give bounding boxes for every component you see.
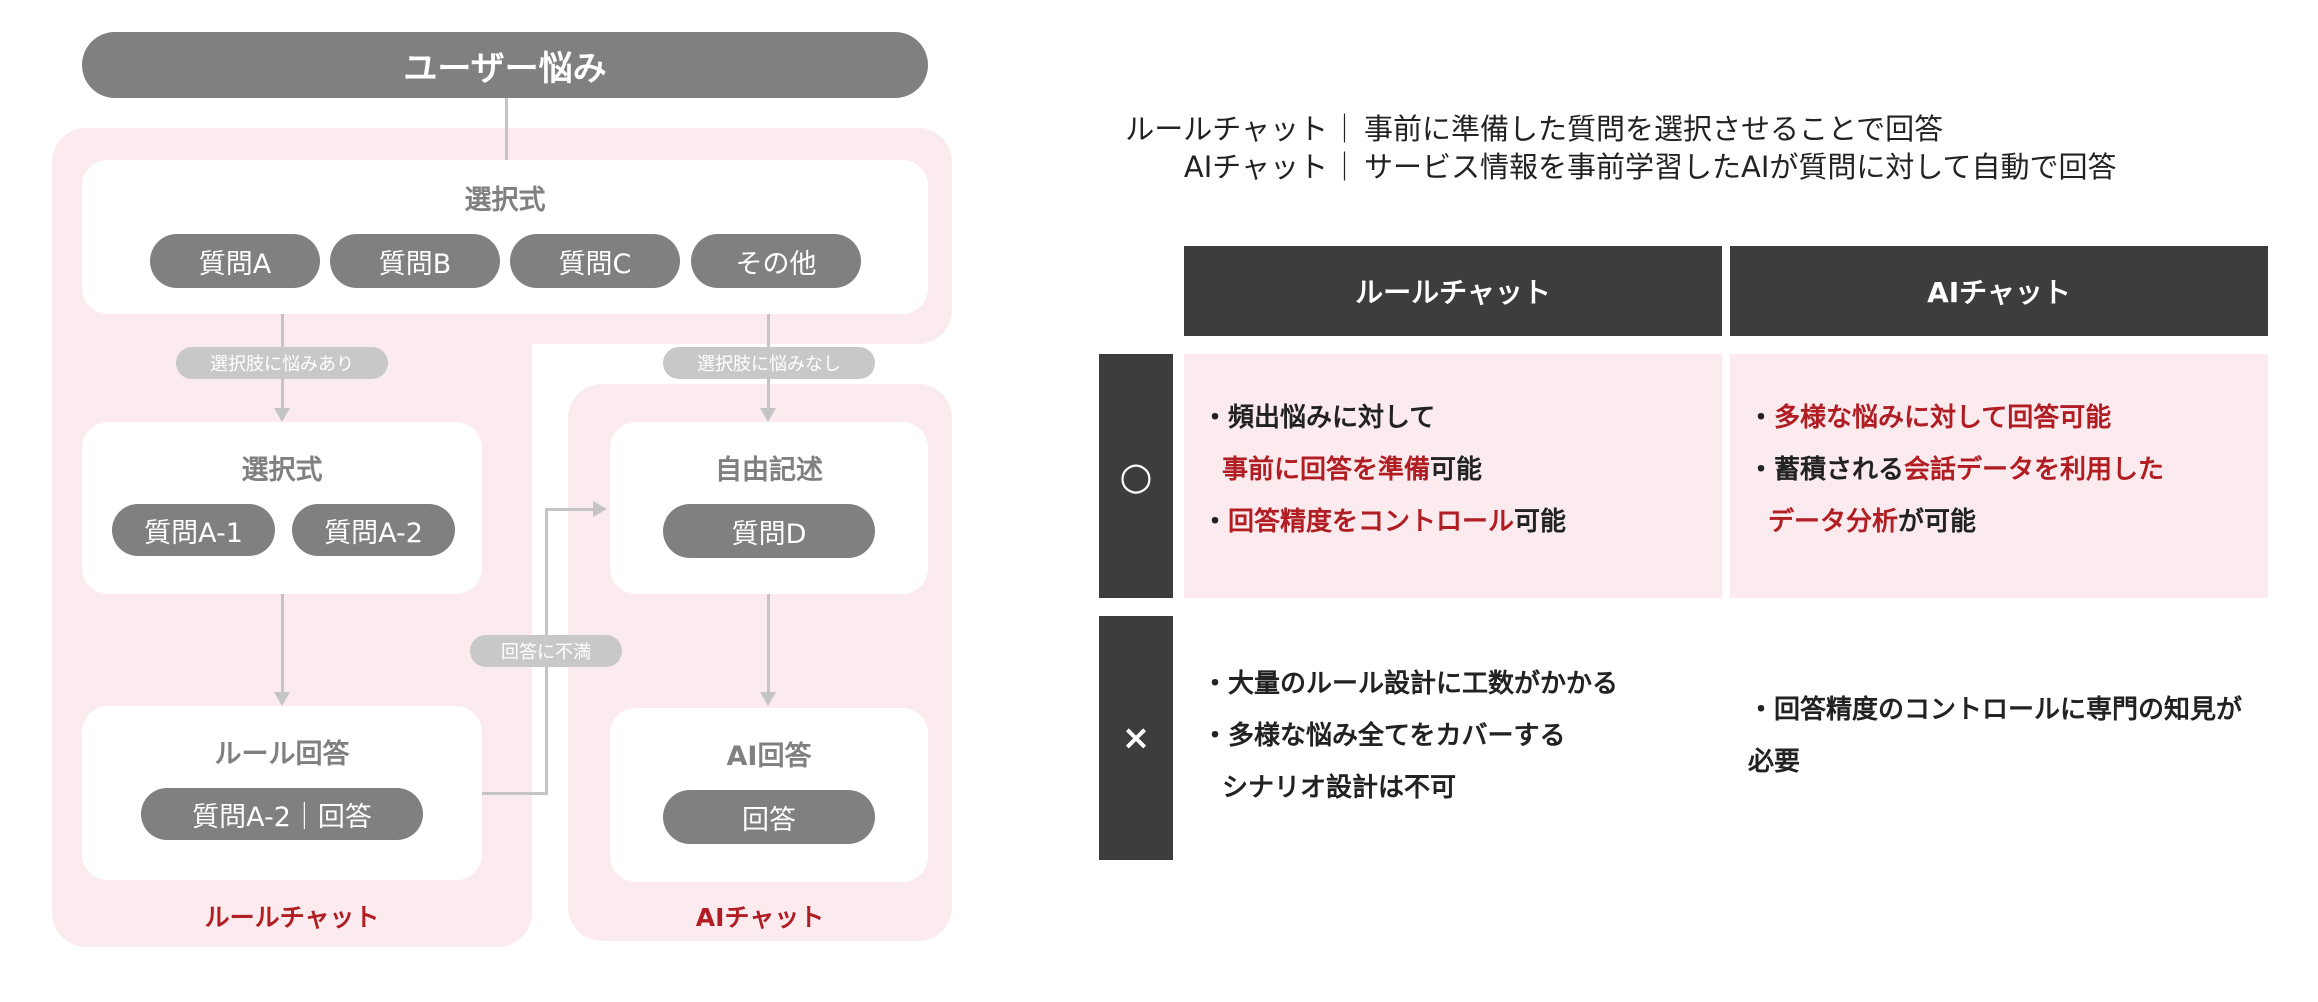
option-question-b: 質問B	[330, 234, 500, 288]
cross-symbol: ×	[1121, 718, 1151, 758]
description-separator: ｜	[1330, 112, 1360, 146]
arrow-down-icon	[760, 692, 776, 706]
arrow-down-icon	[760, 408, 776, 422]
question-d-pill: 質問D	[663, 504, 875, 558]
free-text-card: 自由記述 質問D	[610, 422, 928, 594]
ai-chat-zone-label: AIチャット	[695, 903, 825, 932]
description-term: ルールチャット	[1125, 112, 1328, 146]
pros-row-header: ○	[1099, 354, 1173, 598]
circle-symbol: ○	[1119, 454, 1153, 498]
cell-line: 必要	[1748, 747, 1801, 777]
pros-ai-cell: ・多様な悩みに対して回答可能 ・蓄積される会話データを利用した データ分析が可能	[1730, 354, 2268, 598]
option-other: その他	[691, 234, 861, 288]
cell-line: ・回答精度のコントロールに専門の知見が	[1748, 695, 2243, 725]
option-question-a1: 質問A-1	[112, 504, 275, 556]
cons-row-header: ×	[1099, 616, 1173, 860]
ai-answer-card: AI回答 回答	[610, 708, 928, 882]
cell-line: シナリオ設計は不可	[1222, 773, 1457, 803]
connector-line	[505, 98, 508, 160]
cons-rule-cell: ・大量のルール設計に工数がかかる ・多様な悩み全てをカバーする シナリオ設計は不…	[1184, 616, 1722, 860]
no-option-tag: 選択肢に悩みなし	[663, 347, 875, 379]
cons-ai-cell: ・回答精度のコントロールに専門の知見が 必要	[1730, 616, 2268, 860]
connector-line	[281, 594, 284, 694]
cell-line: ・大量のルール設計に工数がかかる	[1202, 669, 1619, 699]
unsatisfied-tag: 回答に不満	[470, 635, 622, 667]
column-header-ai-chat: AIチャット	[1730, 246, 2268, 336]
cell-line: ・多様な悩み全てをカバーする	[1202, 721, 1566, 751]
description-term: AIチャット	[1183, 150, 1328, 184]
arrow-right-icon	[593, 501, 607, 517]
cell-line: ・多様な悩みに対して回答可能	[1748, 403, 2112, 433]
elbow-connector	[482, 792, 548, 795]
elbow-connector	[545, 508, 593, 511]
pros-rule-cell: ・頻出悩みに対して 事前に回答を準備可能 ・回答精度をコントロール可能	[1184, 354, 1722, 598]
has-option-tag: 選択肢に悩みあり	[176, 347, 388, 379]
option-question-a2: 質問A-2	[292, 504, 455, 556]
ai-answer-card-title: AI回答	[726, 741, 812, 772]
option-question-c: 質問C	[510, 234, 680, 288]
selection-card: 選択式 質問A 質問B 質問C その他	[82, 160, 928, 314]
cell-line: ・頻出悩みに対して	[1202, 403, 1436, 433]
option-question-a: 質問A	[150, 234, 320, 288]
cell-line: データ分析が可能	[1768, 507, 1977, 537]
description-text: 事前に準備した質問を選択させることで回答	[1364, 112, 1944, 146]
cell-line: ・回答精度をコントロール可能	[1202, 507, 1567, 537]
arrow-down-icon	[274, 408, 290, 422]
cell-line: ・蓄積される会話データを利用した	[1748, 455, 2165, 485]
free-text-card-title: 自由記述	[715, 455, 823, 486]
arrow-down-icon	[274, 692, 290, 706]
description-text: サービス情報を事前学習したAIが質問に対して自動で回答	[1364, 150, 2117, 184]
sub-selection-card-title: 選択式	[241, 455, 323, 486]
rule-answer-card-title: ルール回答	[214, 739, 350, 770]
user-concern-pill: ユーザー悩み	[82, 32, 928, 98]
selection-card-title: 選択式	[464, 185, 546, 216]
rule-answer-card: ルール回答 質問A-2｜回答	[82, 706, 482, 880]
rule-answer-pill: 質問A-2｜回答	[141, 788, 423, 840]
description-separator: ｜	[1330, 150, 1360, 184]
column-header-rule-chat: ルールチャット	[1184, 246, 1722, 336]
cell-line: 事前に回答を準備可能	[1222, 455, 1483, 485]
sub-selection-card: 選択式 質問A-1 質問A-2	[82, 422, 482, 594]
connector-line	[767, 594, 770, 694]
rule-chat-zone-label: ルールチャット	[204, 903, 380, 932]
answer-pill: 回答	[663, 790, 875, 844]
